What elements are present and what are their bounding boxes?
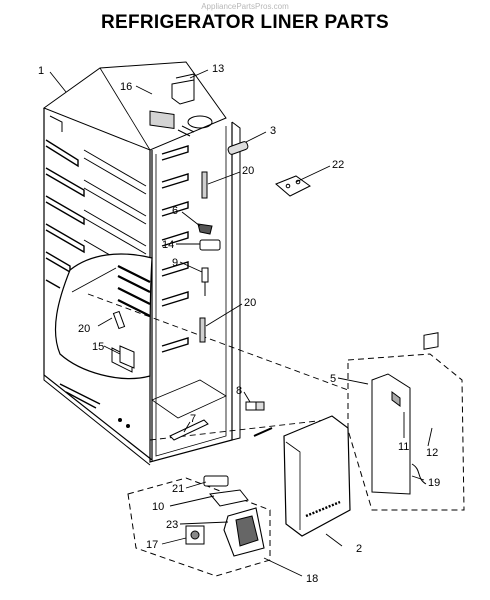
callout-23: 23: [166, 519, 178, 531]
part-15-bracket: [119, 345, 135, 369]
callout-8: 8: [236, 385, 242, 397]
part-3-pin: [227, 141, 249, 155]
callout-2: 2: [356, 543, 362, 555]
callout-1: 1: [38, 65, 44, 77]
callout-18: 18: [306, 573, 318, 585]
callout-14: 14: [162, 239, 174, 251]
callout-21: 21: [172, 483, 184, 495]
callout-12: 12: [426, 447, 438, 459]
callout-13: 13: [212, 63, 224, 75]
part-5-assembly: [347, 332, 465, 511]
part-20-strip-upper: [201, 171, 208, 199]
part-18-assembly: [127, 475, 271, 577]
part-9-sensor: [201, 267, 209, 296]
callout-17: 17: [146, 539, 158, 551]
part-13-hinge-bracket: [171, 73, 195, 105]
part-20-strip-lower: [199, 317, 206, 343]
watermark: AppliancePartsPros.com: [201, 2, 289, 11]
leader-dashed: [87, 293, 349, 441]
callout-16: 16: [120, 81, 132, 93]
callout-15: 15: [92, 341, 104, 353]
leader-lines: [49, 69, 433, 577]
part-14-switch: [199, 239, 221, 251]
liner-cutaway: [54, 253, 153, 380]
callout-10: 10: [152, 501, 164, 513]
callout-22: 22: [332, 159, 344, 171]
callout-19: 19: [428, 477, 440, 489]
callout-6: 6: [172, 205, 178, 217]
part-16-label-plate: [149, 110, 175, 130]
callout-20-upper: 20: [242, 165, 254, 177]
callout-9: 9: [172, 257, 178, 269]
callout-7: 7: [190, 413, 196, 425]
callout-20-left: 20: [78, 323, 90, 335]
part-7-tube: [169, 419, 209, 441]
callout-3: 3: [270, 125, 276, 137]
part-22-bracket: [275, 175, 311, 197]
part-4-screw: [253, 427, 273, 437]
part-8-fitting: [245, 401, 265, 411]
callout-labels: 1 13 16 3 20 22 6 14 9 20 20 15 5 8 7 11…: [38, 63, 440, 585]
part-2-cover: [283, 415, 351, 537]
callout-11: 11: [398, 441, 409, 453]
part-6-clip: [197, 223, 213, 235]
callout-20-right: 20: [244, 297, 256, 309]
page-title: REFRIGERATOR LINER PARTS: [101, 12, 389, 33]
callout-5: 5: [330, 373, 336, 385]
